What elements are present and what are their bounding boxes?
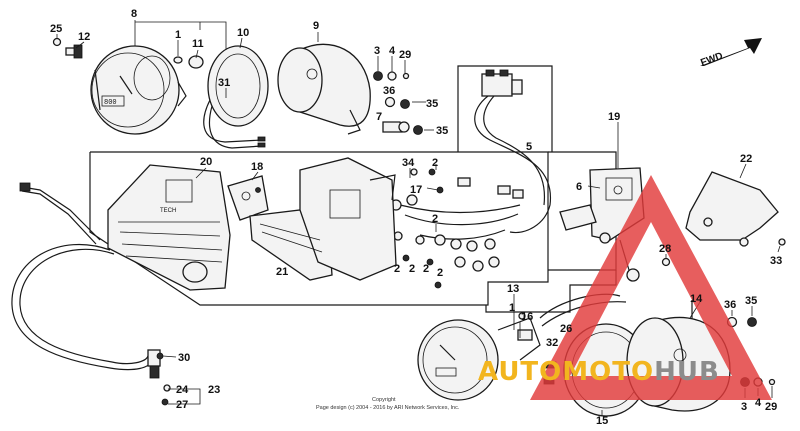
callout-label: 35 bbox=[436, 125, 448, 137]
callout-label: 9 bbox=[313, 20, 319, 32]
tachometer-assembly: 800 bbox=[90, 45, 187, 135]
watermark-logo: AUTOMOTOHUB bbox=[478, 175, 772, 400]
footer-credit: Page design (c) 2004 - 2016 by ARI Netwo… bbox=[316, 405, 460, 411]
callout-label: 4 bbox=[755, 397, 762, 409]
callout-label: 29 bbox=[399, 49, 411, 61]
callout-label: 2 bbox=[409, 263, 415, 275]
callout-label: 27 bbox=[176, 399, 188, 411]
callout-label: 3 bbox=[374, 45, 380, 57]
grommet-11 bbox=[173, 55, 204, 69]
callout-label: 4 bbox=[389, 45, 396, 57]
callout-label: 11 bbox=[192, 38, 204, 50]
callout-label: 12 bbox=[78, 31, 90, 43]
callout-label: 7 bbox=[376, 111, 382, 123]
callout-labels: 25 12 8 1 11 10 31 9 3 4 29 36 35 7 35 5… bbox=[50, 8, 782, 427]
cover-22 bbox=[685, 171, 779, 247]
callout-label: 36 bbox=[383, 85, 395, 97]
callout-label: 21 bbox=[276, 266, 288, 278]
leader-lines bbox=[56, 20, 781, 416]
callout-label: 17 bbox=[410, 184, 422, 196]
svg-text:800: 800 bbox=[104, 99, 117, 107]
callout-label: 32 bbox=[546, 337, 558, 349]
cable-hardware bbox=[156, 352, 171, 406]
svg-text:AUTOMOTOHUB: AUTOMOTOHUB bbox=[478, 357, 720, 387]
dash-panel-20: TECH bbox=[107, 164, 231, 291]
meter-cup-9 bbox=[277, 43, 371, 135]
callout-label: 20 bbox=[200, 156, 212, 168]
bracket-18 bbox=[227, 175, 269, 221]
callout-label: 35 bbox=[745, 295, 757, 307]
callout-label: 8 bbox=[131, 8, 137, 20]
callout-label: 25 bbox=[50, 23, 62, 35]
callout-label: 34 bbox=[402, 157, 415, 169]
callout-label: 6 bbox=[576, 181, 582, 193]
callout-label: 2 bbox=[432, 157, 438, 169]
speedometer-cable bbox=[11, 182, 161, 379]
footer-copyright: Copyright bbox=[372, 397, 396, 403]
forward-arrow-icon: FWD bbox=[699, 38, 762, 69]
callout-label: 1 bbox=[509, 302, 515, 314]
watermark-triangle bbox=[530, 175, 772, 400]
callout-label: 10 bbox=[237, 27, 249, 39]
direction-label: FWD bbox=[699, 51, 724, 69]
callout-label: 5 bbox=[526, 141, 532, 153]
meter-ring-10 bbox=[203, 45, 269, 149]
hardware-top bbox=[373, 71, 423, 135]
callout-label: 19 bbox=[608, 111, 620, 123]
screw-28 bbox=[661, 257, 671, 267]
callout-label: 30 bbox=[178, 352, 190, 364]
callout-label: 2 bbox=[432, 213, 438, 225]
watermark-word-2: MOTO bbox=[562, 357, 654, 387]
callout-label: 23 bbox=[208, 384, 220, 396]
callout-label: 24 bbox=[176, 384, 189, 396]
callout-label: 13 bbox=[507, 283, 519, 295]
callout-label: 22 bbox=[740, 153, 752, 165]
watermark-word-3: HUB bbox=[654, 357, 720, 387]
callout-label: 1 bbox=[175, 29, 181, 41]
screw-33 bbox=[778, 238, 786, 246]
bolt-12 bbox=[65, 44, 83, 59]
dash-text: TECH bbox=[160, 208, 176, 214]
callout-label: 29 bbox=[765, 401, 777, 413]
group-outline-top bbox=[457, 65, 553, 152]
watermark-word-1: AUTO bbox=[478, 357, 562, 387]
callout-label: 18 bbox=[251, 161, 263, 173]
callout-label: 36 bbox=[724, 299, 736, 311]
callout-label: 15 bbox=[596, 415, 608, 427]
callout-label: 16 bbox=[521, 311, 533, 323]
callout-label: 28 bbox=[659, 243, 671, 255]
bracket-6 bbox=[559, 167, 645, 282]
wire-harness-5 bbox=[399, 69, 552, 240]
callout-label: 3 bbox=[741, 401, 747, 413]
callout-label: 14 bbox=[690, 293, 703, 305]
callout-label: 2 bbox=[423, 263, 429, 275]
screw-25 bbox=[52, 37, 62, 47]
callout-label: 33 bbox=[770, 255, 782, 267]
callout-label: 2 bbox=[394, 263, 400, 275]
callout-label: 26 bbox=[560, 323, 572, 335]
bulb-sockets bbox=[390, 168, 500, 289]
callout-label: 2 bbox=[437, 267, 443, 279]
callout-label: 35 bbox=[426, 98, 438, 110]
callout-label: 31 bbox=[218, 77, 230, 89]
indicator-housing-21 bbox=[249, 157, 397, 281]
